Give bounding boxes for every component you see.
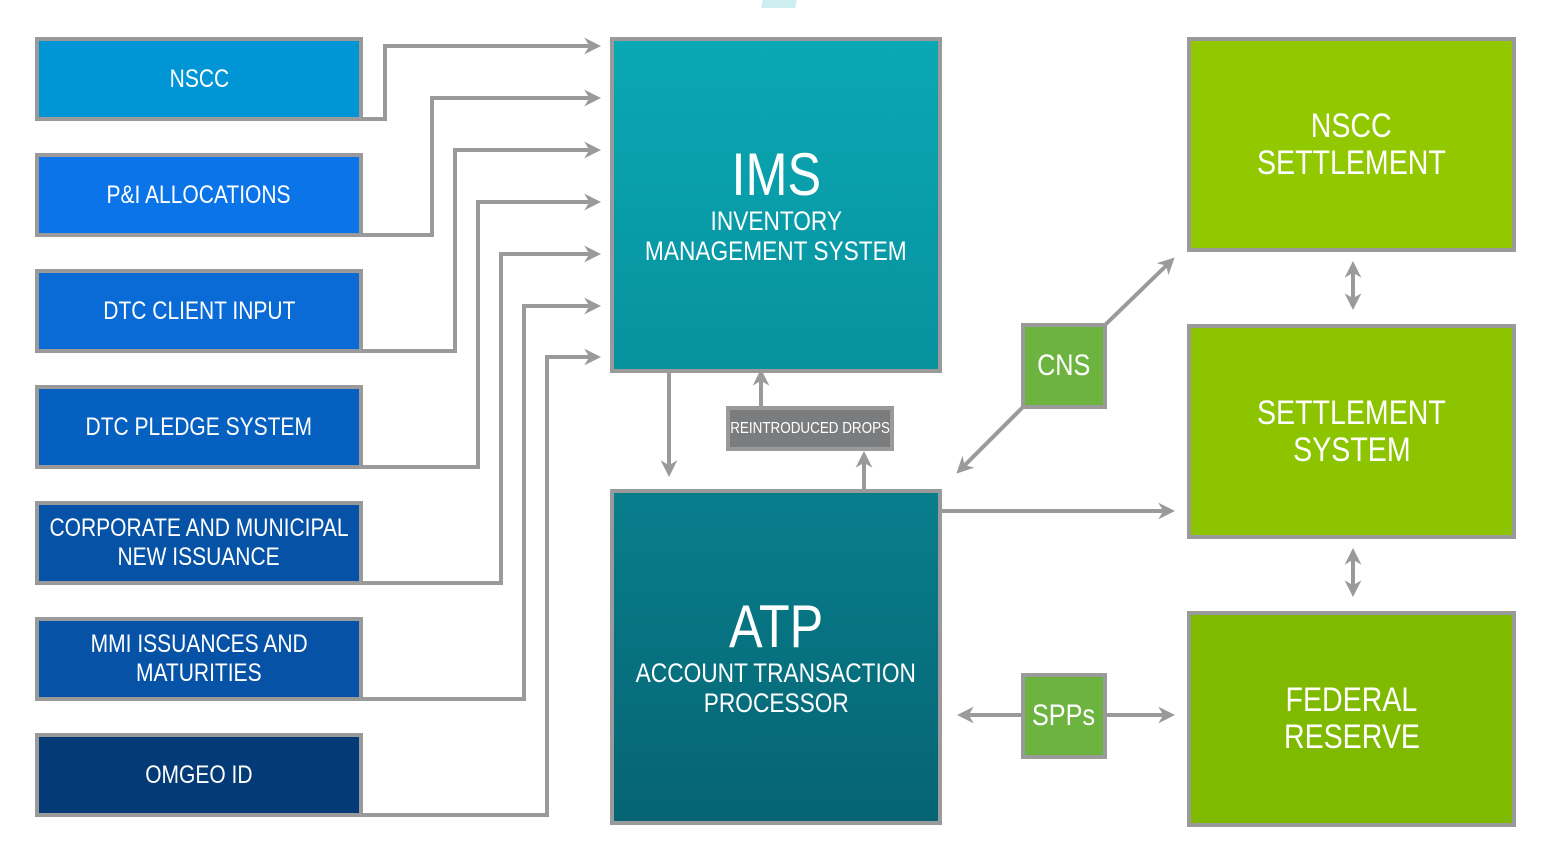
connector-pi-allocations-to-ims — [363, 89, 602, 237]
source-box-dtc-client-input[interactable]: DTC CLIENT INPUT — [35, 269, 363, 353]
connector-mmi-issuances-maturities-to-ims — [363, 297, 602, 701]
source-box-body: NSCC — [35, 37, 363, 121]
atp-acronym: ATP — [728, 593, 824, 660]
reintroduced-drops-label: REINTRODUCED DROPS — [730, 419, 890, 437]
ims-acronym: IMS — [731, 141, 821, 208]
source-label-line: OMGEO ID — [145, 760, 253, 789]
reintroduced-drops-box[interactable]: REINTRODUCED DROPS — [726, 406, 894, 451]
source-box-body: OMGEO ID — [35, 733, 363, 817]
connector-cns-to-nscc-settlement — [1103, 257, 1175, 327]
connector-nscc-to-ims — [363, 37, 602, 121]
federal-reserve-line-1: FEDERAL — [1285, 681, 1418, 719]
federal-reserve-line-2: RESERVE — [1283, 718, 1420, 756]
source-label-line: DTC CLIENT INPUT — [102, 296, 296, 325]
source-label-line: MMI ISSUANCES AND — [90, 630, 308, 658]
cns-label: CNS — [1037, 349, 1091, 382]
nscc-settlement-line-2: SETTLEMENT — [1257, 143, 1446, 182]
ims-full-name-line-2: MANAGEMENT SYSTEM — [645, 236, 907, 266]
nscc-settlement-line-1: NSCC — [1311, 106, 1392, 145]
settlement-system-line-1: SETTLEMENT — [1257, 393, 1446, 432]
connector-corporate-municipal-new-issuance-to-ims — [363, 245, 602, 585]
nscc-settlement-box[interactable]: NSCC SETTLEMENT — [1187, 37, 1516, 252]
source-box-omgeo-id[interactable]: OMGEO ID — [35, 733, 363, 817]
source-box-pi-allocations[interactable]: P&I ALLOCATIONS — [35, 153, 363, 237]
spps-box[interactable]: SPPs — [1021, 673, 1107, 759]
federal-reserve-box[interactable]: FEDERAL RESERVE — [1187, 611, 1516, 827]
source-box-body: P&I ALLOCATIONS — [35, 153, 363, 237]
settlement-system-box[interactable]: SETTLEMENT SYSTEM — [1187, 324, 1516, 539]
source-label-line: CORPORATE AND MUNICIPAL — [49, 514, 349, 542]
source-label-line: MATURITIES — [136, 659, 262, 687]
cns-box[interactable]: CNS — [1021, 323, 1107, 409]
source-label-line: NEW ISSUANCE — [117, 543, 281, 571]
source-box-body: DTC PLEDGE SYSTEM — [35, 385, 363, 469]
connector-cns-to-atp — [956, 405, 1025, 474]
connector-dtc-pledge-system-to-ims — [363, 193, 602, 469]
source-label-line: P&I ALLOCATIONS — [106, 180, 292, 209]
ims-box[interactable]: IMS INVENTORY MANAGEMENT SYSTEM — [610, 37, 942, 373]
source-box-body: DTC CLIENT INPUT — [35, 269, 363, 353]
atp-full-name-line-2: PROCESSOR — [703, 688, 849, 718]
connector-omgeo-id-to-ims — [363, 348, 602, 817]
source-box-nscc[interactable]: NSCC — [35, 37, 363, 121]
ims-full-name-line-1: INVENTORY — [710, 206, 842, 236]
source-label-line: NSCC — [169, 64, 229, 93]
atp-full-name-line-1: ACCOUNT TRANSACTION — [635, 658, 917, 688]
source-label-line: DTC PLEDGE SYSTEM — [85, 412, 313, 441]
spps-label: SPPs — [1032, 699, 1096, 732]
connector-dtc-client-input-to-ims — [363, 141, 602, 353]
settlement-system-line-2: SYSTEM — [1292, 430, 1411, 469]
source-box-dtc-pledge-system[interactable]: DTC PLEDGE SYSTEM — [35, 385, 363, 469]
atp-box[interactable]: ATP ACCOUNT TRANSACTION PROCESSOR — [610, 489, 942, 825]
